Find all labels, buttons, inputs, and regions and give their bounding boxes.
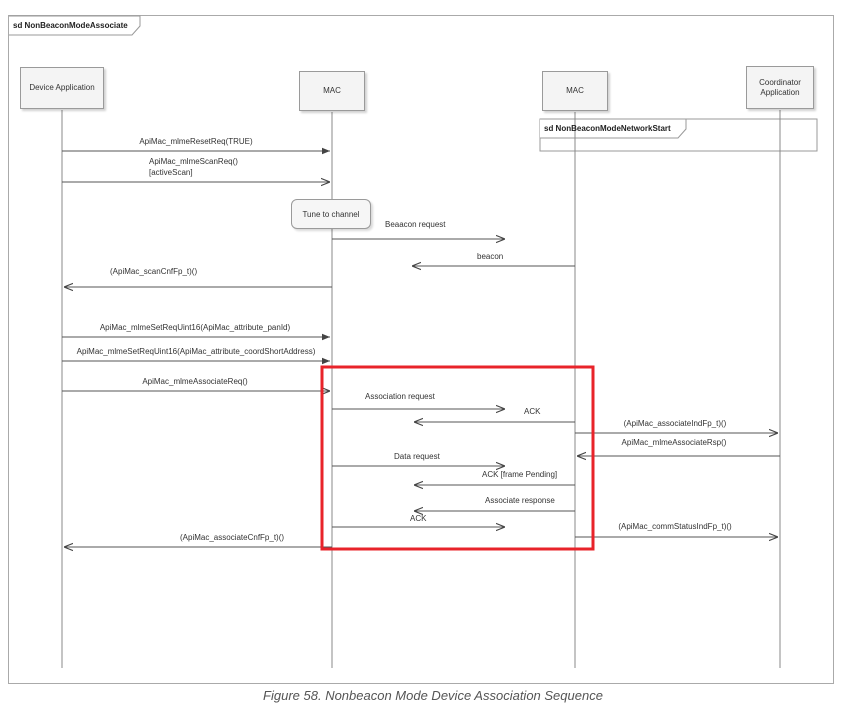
note-tune-to-channel: Tune to channel (291, 199, 371, 229)
label-scan-req: ApiMac_mlmeScanReq() (149, 157, 238, 166)
label-ack-1: ACK (524, 407, 541, 416)
lifeline-label-device-application: Device Application (29, 83, 95, 92)
lifeline-head-mac-2: MAC (542, 71, 608, 111)
lifeline-label-mac-1: MAC (323, 86, 341, 95)
label-set-coord: ApiMac_mlmeSetReqUint16(ApiMac_attribute… (76, 347, 316, 356)
lifeline-head-mac-1: MAC (299, 71, 365, 111)
label-associate-response: Associate response (485, 496, 555, 505)
highlight-box (320, 365, 595, 551)
fragment-title-tab (540, 118, 687, 139)
lifeline-label-mac-2: MAC (566, 86, 584, 95)
label-associate-ind: (ApiMac_associateIndFp_t)() (623, 419, 727, 428)
note-text: Tune to channel (302, 209, 360, 219)
label-scan-req-guard: [activeScan] (149, 168, 193, 177)
label-ack-2: ACK (410, 514, 427, 523)
lifeline-label-coordinator-application: Coordinator Application (759, 77, 801, 97)
figure-caption: Figure 58. Nonbeacon Mode Device Associa… (263, 688, 603, 703)
fragment-title: sd NonBeaconModeNetworkStart (544, 124, 671, 133)
label-beacon-request: Beaacon request (385, 220, 446, 229)
label-association-request: Association request (365, 392, 435, 401)
label-set-panid: ApiMac_mlmeSetReqUint16(ApiMac_attribute… (99, 323, 291, 332)
label-scan-cnf: (ApiMac_scanCnfFp_t)() (110, 267, 198, 276)
label-associate-req: ApiMac_mlmeAssociateReq() (142, 377, 248, 386)
frame-title: sd NonBeaconModeAssociate (13, 21, 128, 30)
lifeline-head-device-application: Device Application (20, 67, 104, 109)
label-comm-status-ind: (ApiMac_commStatusIndFp_t)() (618, 522, 732, 531)
label-associate-cnf: (ApiMac_associateCnfFp_t)() (180, 533, 285, 542)
label-beacon: beacon (477, 252, 504, 261)
label-data-request: Data request (394, 452, 440, 461)
lifeline-head-coordinator-application: Coordinator Application (746, 66, 814, 109)
label-associate-rsp: ApiMac_mlmeAssociateRsp() (621, 438, 727, 447)
label-reset-req: ApiMac_mlmeResetReq(TRUE) (139, 137, 253, 146)
label-ack-frame-pending: ACK [frame Pending] (482, 470, 558, 479)
frame-title-tab (9, 15, 141, 36)
